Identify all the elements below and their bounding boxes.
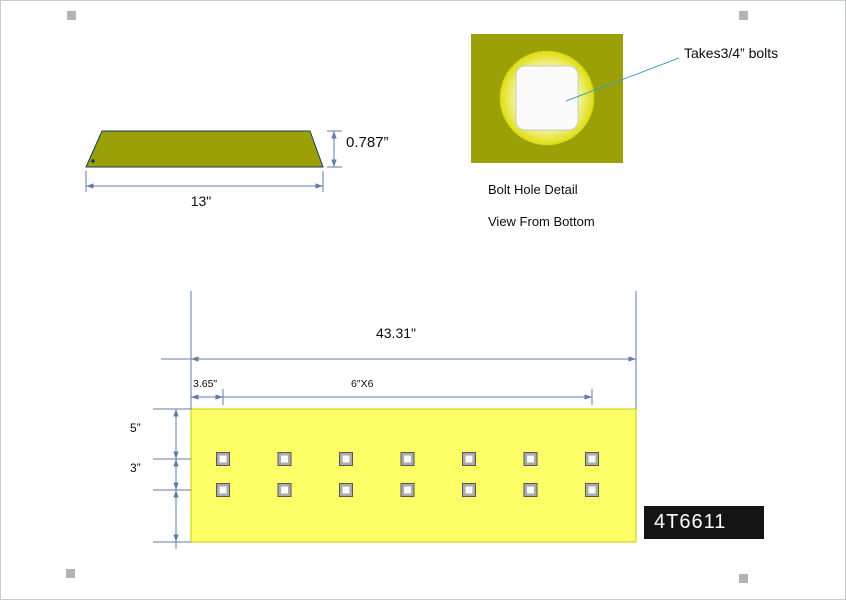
- bolt-hole-inner: [465, 486, 473, 494]
- corner-mark: [67, 11, 76, 20]
- detail-title: Bolt Hole Detail: [488, 182, 578, 197]
- bolt-hole-inner: [281, 486, 288, 494]
- dimension-side-width: [85, 171, 324, 192]
- dimension-side-thickness: [327, 130, 342, 168]
- bolt-hole-inner: [588, 486, 596, 494]
- bolt-hole-inner: [342, 486, 350, 494]
- top-margin-label: 5”: [130, 421, 141, 435]
- row-gap-label: 3”: [130, 461, 141, 475]
- bolt-hole-inner: [281, 455, 288, 463]
- bolt-hole-inner: [465, 455, 473, 463]
- detail-bolt-square: [515, 65, 579, 131]
- bolt-hole-inner: [588, 455, 596, 463]
- edge-offset-label: 3.65": [193, 378, 218, 390]
- side-view-plate: [85, 130, 324, 168]
- dimension-overall-width: [161, 291, 637, 409]
- corner-mark: [66, 569, 75, 578]
- bolt-hole-inner: [527, 455, 534, 463]
- bolt-hole-inner: [527, 486, 534, 494]
- top-view-plate: [190, 408, 637, 543]
- dimension-hole-spacing: [191, 389, 593, 405]
- bolt-hole-grid: [216, 452, 599, 497]
- side-view-datum-dot: [91, 159, 95, 163]
- corner-mark: [739, 11, 748, 20]
- side-width-label: 13": [190, 193, 212, 209]
- bolt-hole-inner: [342, 455, 350, 463]
- bolt-hole-inner: [219, 486, 227, 494]
- hole-spacing-label: 6"X6: [351, 378, 374, 390]
- overall-width-label: 43.31": [375, 325, 416, 341]
- part-number-label: 4T6611: [644, 506, 764, 539]
- bolt-hole-inner: [404, 486, 411, 494]
- side-thickness-label: 0.787”: [346, 134, 389, 151]
- detail-subtitle: View From Bottom: [488, 214, 595, 229]
- bolt-callout-label: Takes3/4” bolts: [684, 45, 779, 61]
- bolt-hole-inner: [404, 455, 411, 463]
- bolt-hole-inner: [219, 455, 227, 463]
- corner-mark: [739, 574, 748, 583]
- callout-leader-line: [565, 57, 680, 102]
- dimension-left-side: [153, 408, 191, 549]
